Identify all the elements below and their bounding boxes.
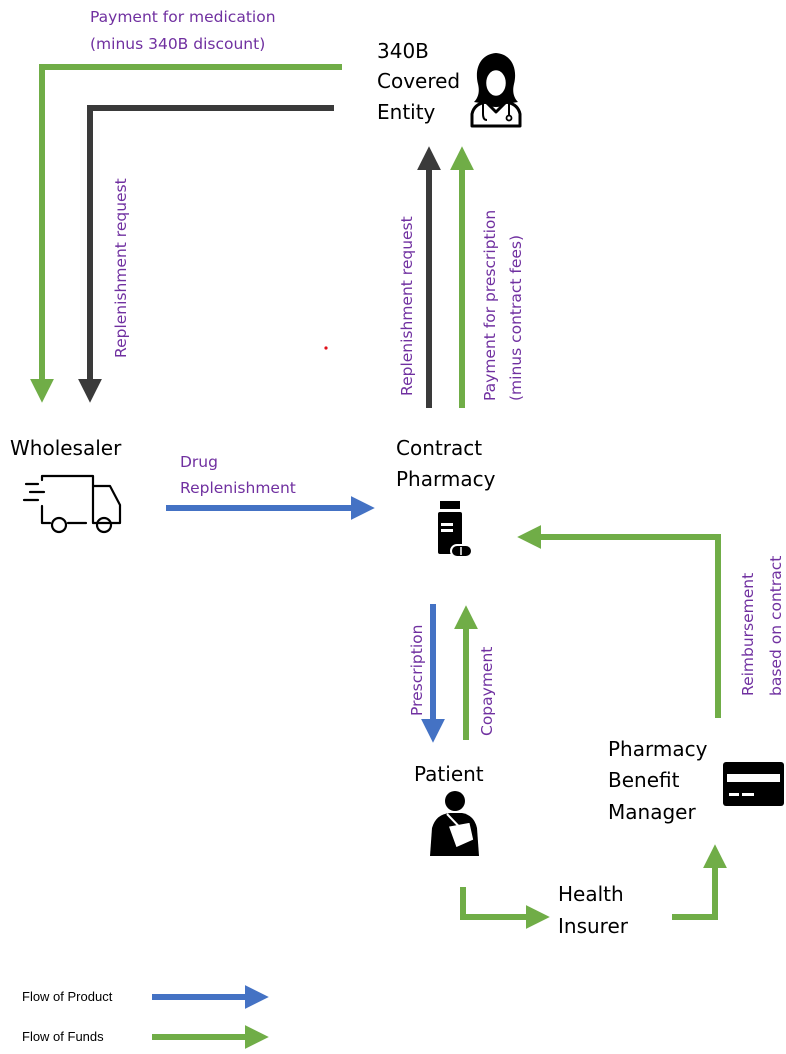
prescription-label: Prescription — [408, 625, 426, 716]
covered-entity-label: 340B Covered Entity — [377, 39, 466, 124]
payment-medication-line-2: (minus 340B discount) — [90, 35, 265, 53]
copayment-label: Copayment — [478, 647, 496, 736]
insurer-to-pbm-arrow — [672, 844, 727, 920]
payment-medication-label: Payment for medication (minus 340B disco… — [90, 8, 280, 53]
covered-entity-line-1: 340B — [377, 39, 429, 63]
covered-entity-line-2: Covered — [377, 69, 460, 93]
legend-product-label: Flow of Product — [22, 989, 113, 1004]
drug-replenishment-label: Drug Replenishment — [180, 453, 296, 497]
stray-dot — [324, 346, 328, 350]
patient-label: Patient — [414, 762, 484, 786]
replenishment-request-left-label: Replenishment request — [112, 178, 130, 358]
reimbursement-label: Reimbursement based on contract — [739, 556, 785, 696]
wholesaler-label: Wholesaler — [10, 436, 122, 460]
payment-prescription-line-2: (minus contract fees) — [507, 235, 525, 401]
pbm-line-1: Pharmacy — [608, 737, 708, 761]
health-insurer-label: Health Insurer — [558, 882, 630, 938]
pbm-label: Pharmacy Benefit Manager — [608, 737, 714, 824]
drug-replenishment-line-2: Replenishment — [180, 479, 296, 497]
reimbursement-arrow — [517, 525, 721, 718]
payment-prescription-label: Payment for prescription (minus contract… — [481, 205, 525, 401]
patient-to-insurer-arrow — [460, 887, 550, 929]
health-insurer-line-1: Health — [558, 882, 624, 906]
pbm-line-3: Manager — [608, 800, 696, 824]
replenishment-request-center-label: Replenishment request — [398, 216, 416, 396]
contract-pharmacy-label: Contract Pharmacy — [396, 436, 496, 491]
reimbursement-line-1: Reimbursement — [739, 573, 757, 696]
health-insurer-line-2: Insurer — [558, 914, 629, 938]
contract-pharmacy-line-1: Contract — [396, 436, 482, 460]
reimbursement-line-2: based on contract — [767, 556, 785, 696]
payment-prescription-line-1: Payment for prescription — [481, 210, 499, 401]
replenishment-request-left-arrow — [78, 105, 334, 403]
doctor-icon — [470, 53, 522, 128]
covered-entity-line-3: Entity — [377, 100, 436, 124]
drug-replenishment-line-1: Drug — [180, 453, 218, 471]
pbm-line-2: Benefit — [608, 768, 680, 792]
legend-funds-label: Flow of Funds — [22, 1029, 104, 1044]
payment-medication-line-1: Payment for medication — [90, 8, 276, 26]
payment-medication-arrow — [30, 64, 342, 403]
contract-pharmacy-line-2: Pharmacy — [396, 467, 496, 491]
truck-icon — [22, 474, 122, 534]
patient-icon — [430, 791, 479, 856]
pill-bottle-icon — [438, 501, 473, 558]
credit-card-icon — [723, 762, 784, 806]
